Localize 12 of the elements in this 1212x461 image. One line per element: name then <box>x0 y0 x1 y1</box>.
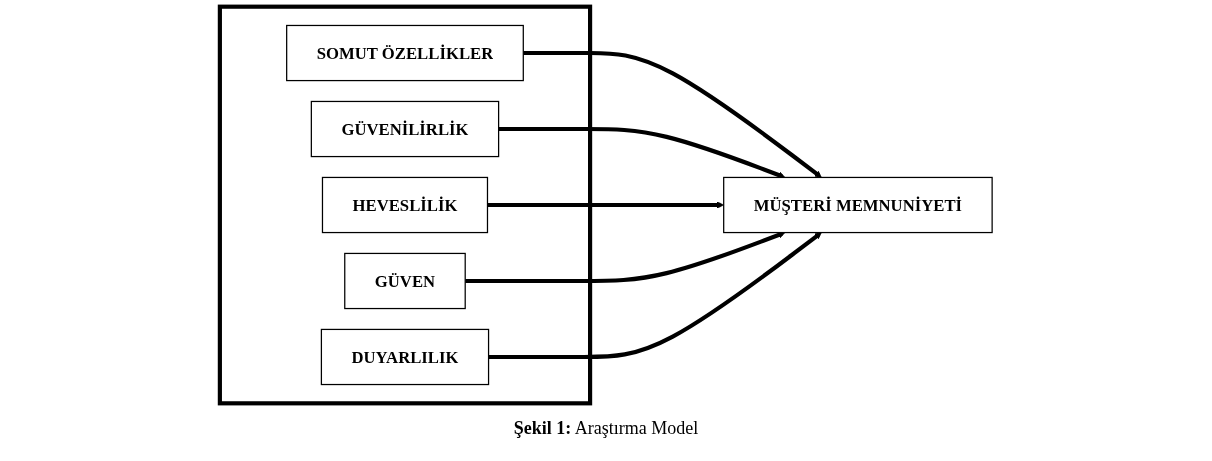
arrow <box>488 232 822 360</box>
node-box: DUYARLILIK <box>320 328 490 386</box>
node-box: MÜŞTERİ MEMNUNİYETİ <box>723 176 993 234</box>
node-box: HEVESLİLİK <box>321 176 489 234</box>
node-box: GÜVENİLİRLİK <box>310 100 500 158</box>
node-box: GÜVEN <box>344 252 466 310</box>
cluster <box>217 4 593 406</box>
node-box: SOMUT ÖZELLİKLER <box>286 24 524 82</box>
arrow <box>523 50 822 178</box>
arrow <box>498 126 786 179</box>
figure-caption: Şekil 1: Araştırma Model <box>512 418 700 439</box>
arrow <box>465 231 786 284</box>
